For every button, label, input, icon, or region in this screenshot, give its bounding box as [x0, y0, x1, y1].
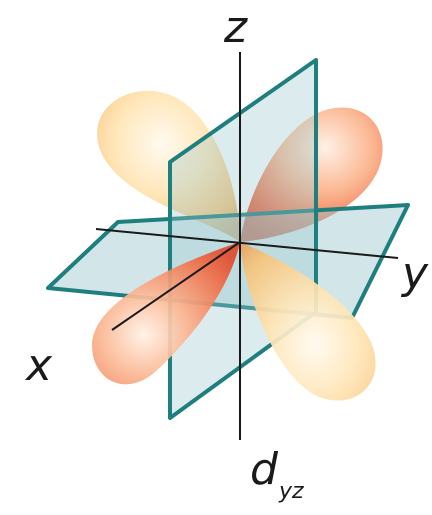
orbital-subscript: yz [278, 479, 304, 504]
lobe-lower-left [92, 242, 240, 385]
lobe-lower-right [240, 242, 376, 401]
x-axis-line [111, 241, 241, 331]
z-axis-label: z [224, 2, 248, 53]
orbital-letter: d [250, 444, 278, 495]
y-axis-line [95, 228, 399, 259]
orbital-label: dyz [250, 448, 304, 503]
y-axis-label: y [402, 248, 429, 299]
x-axis-label: x [26, 340, 53, 391]
lobe-upper-right [240, 107, 383, 242]
